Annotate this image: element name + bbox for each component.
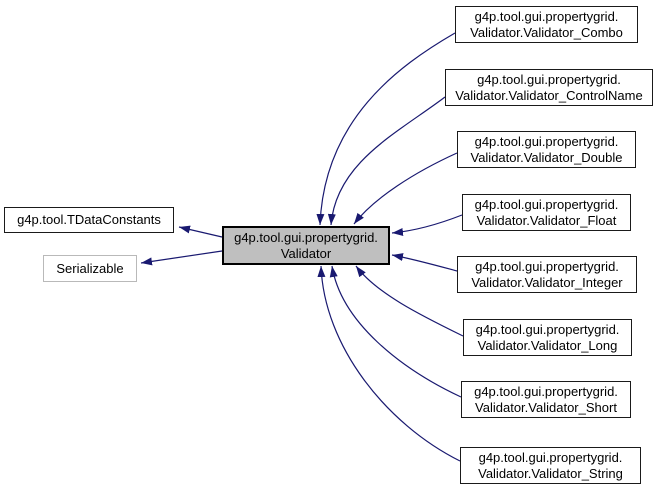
- edge-long-to-validator: [355, 265, 464, 337]
- node-validator-string[interactable]: g4p.tool.gui.propertygrid. Validator.Val…: [460, 447, 641, 484]
- node-validator-combo-line2: Validator.Validator_Combo: [470, 24, 623, 40]
- node-validator-combo[interactable]: g4p.tool.gui.propertygrid. Validator.Val…: [455, 6, 638, 43]
- node-validator-double[interactable]: g4p.tool.gui.propertygrid. Validator.Val…: [457, 131, 636, 168]
- node-validator-double-line2: Validator.Validator_Double: [470, 149, 623, 165]
- node-serializable-label: Serializable: [56, 260, 124, 276]
- node-validator-controlname-line2: Validator.Validator_ControlName: [455, 87, 643, 103]
- node-validator-integer-line1: g4p.tool.gui.propertygrid.: [475, 258, 619, 274]
- edge-short-to-validator: [329, 265, 462, 398]
- node-validator-line1: g4p.tool.gui.propertygrid.: [234, 229, 378, 245]
- node-tdataconstants[interactable]: g4p.tool.TDataConstants: [4, 207, 174, 233]
- node-validator-float-line2: Validator.Validator_Float: [476, 212, 617, 228]
- node-validator-integer-line2: Validator.Validator_Integer: [471, 274, 623, 290]
- node-validator-long-line1: g4p.tool.gui.propertygrid.: [475, 321, 620, 337]
- edge-string-to-validator: [317, 265, 461, 462]
- node-validator-float[interactable]: g4p.tool.gui.propertygrid. Validator.Val…: [462, 194, 631, 231]
- node-validator-integer[interactable]: g4p.tool.gui.propertygrid. Validator.Val…: [457, 256, 637, 293]
- edge-double-to-validator: [353, 152, 458, 225]
- node-validator-short[interactable]: g4p.tool.gui.propertygrid. Validator.Val…: [461, 381, 631, 418]
- node-validator-string-line2: Validator.Validator_String: [478, 465, 623, 481]
- node-validator-string-line1: g4p.tool.gui.propertygrid.: [478, 449, 623, 465]
- edge-controlname-to-validator: [327, 96, 446, 226]
- node-validator-combo-line1: g4p.tool.gui.propertygrid.: [474, 8, 619, 24]
- node-tdataconstants-label: g4p.tool.TDataConstants: [17, 212, 161, 227]
- node-validator-long[interactable]: g4p.tool.gui.propertygrid. Validator.Val…: [463, 319, 632, 356]
- edge-validator-to-serializable: [140, 250, 223, 266]
- node-validator-short-line1: g4p.tool.gui.propertygrid.: [474, 383, 618, 399]
- node-validator-double-line1: g4p.tool.gui.propertygrid.: [474, 133, 619, 149]
- node-validator-controlname-line1: g4p.tool.gui.propertygrid.: [477, 71, 621, 87]
- node-validator-long-line2: Validator.Validator_Long: [477, 337, 618, 353]
- node-serializable: Serializable: [43, 255, 137, 282]
- node-validator-line2: Validator: [280, 245, 332, 261]
- edge-float-to-validator: [391, 214, 463, 236]
- node-validator: g4p.tool.gui.propertygrid. Validator: [222, 226, 390, 265]
- node-validator-short-line2: Validator.Validator_Short: [475, 399, 617, 415]
- edge-combo-to-validator: [316, 32, 456, 226]
- node-validator-float-line1: g4p.tool.gui.propertygrid.: [474, 196, 619, 212]
- edge-validator-to-tdataconstants: [178, 225, 223, 238]
- edge-integer-to-validator: [391, 253, 458, 272]
- node-validator-controlname[interactable]: g4p.tool.gui.propertygrid. Validator.Val…: [445, 69, 653, 106]
